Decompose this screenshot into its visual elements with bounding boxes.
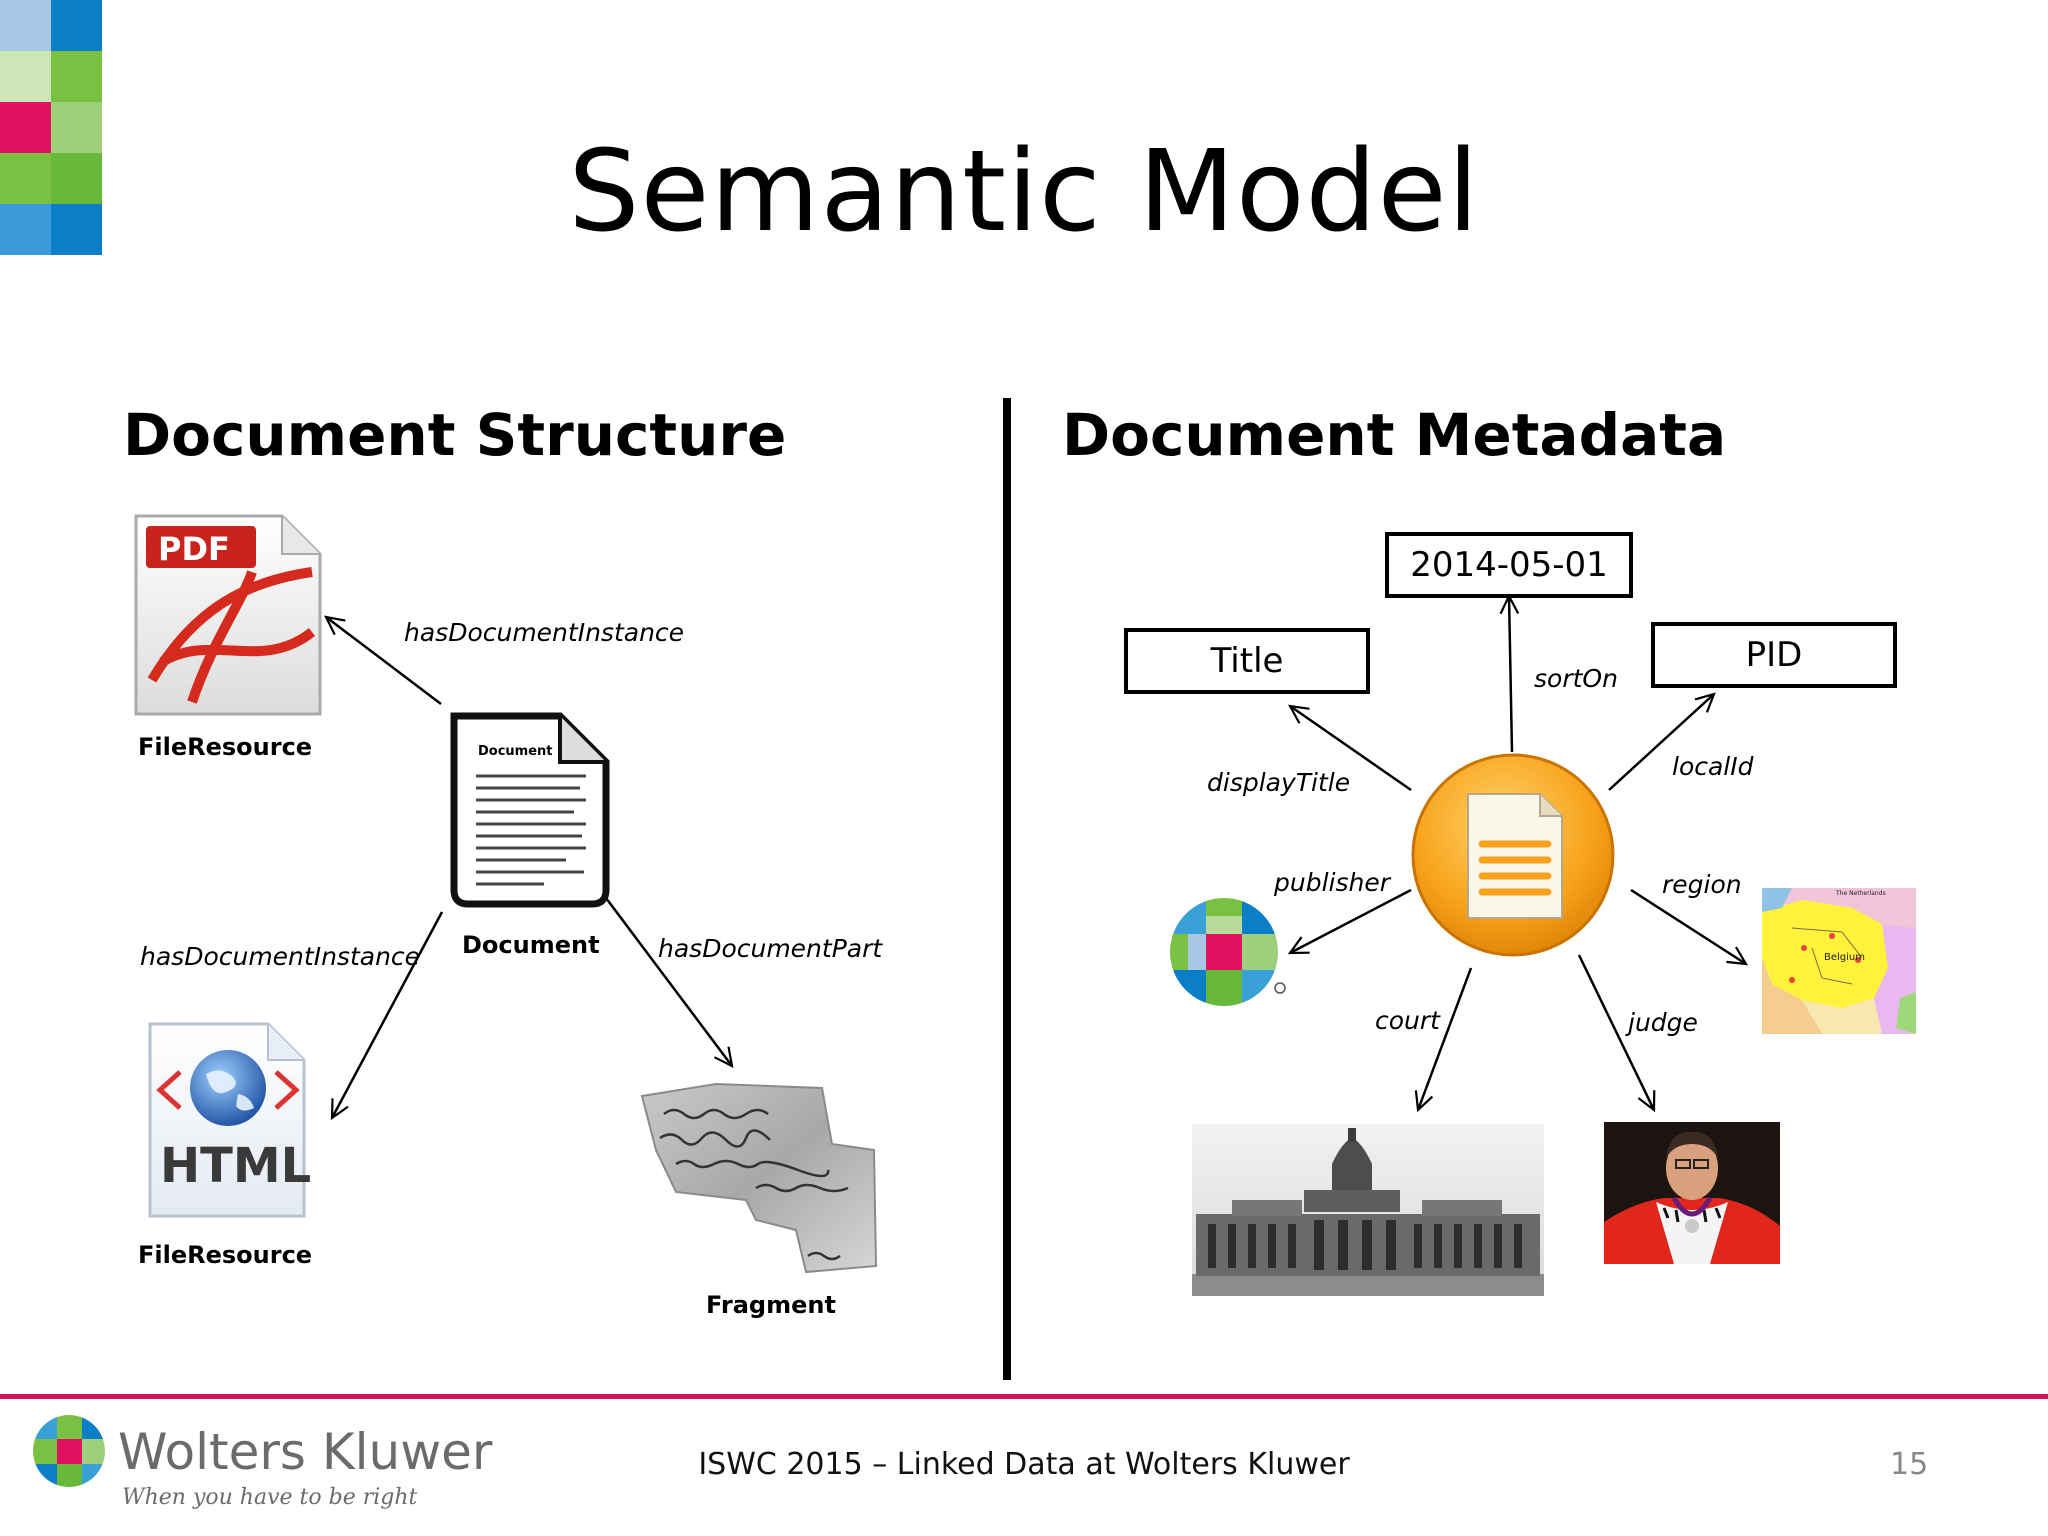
pdf-icon: PDF [132, 512, 324, 718]
document-metadata-heading: Document Metadata [1062, 401, 1727, 469]
document-icon-text: Document [478, 744, 553, 759]
edge-sort-on [1509, 596, 1512, 753]
corner-tile [51, 204, 102, 255]
html-file-resource-label: FileResource [138, 1241, 313, 1269]
corner-tile [51, 51, 102, 102]
edge-to-fragment [605, 897, 732, 1066]
court-building-photo [1192, 1124, 1544, 1296]
edge-to-pdf [326, 617, 442, 705]
date-literal-box: 2014-05-01 [1385, 532, 1633, 598]
section-divider [1003, 398, 1011, 1380]
slide-title: Semantic Model [568, 127, 1480, 257]
corner-tile [0, 102, 51, 153]
corner-tile [0, 51, 51, 102]
edge-label-sort-on: sortOn [1534, 664, 1618, 693]
title-literal-box: Title [1124, 628, 1370, 694]
footer-brand-name: Wolters Kluwer [118, 1423, 493, 1481]
edge-label-has-document-part: hasDocumentPart [658, 934, 883, 963]
corner-tile [0, 0, 51, 51]
footer-brand-tagline: When you have to be right [122, 1485, 418, 1510]
edge-label-has-document-instance-html: hasDocumentInstance [140, 942, 421, 971]
edge-label-local-id: localId [1672, 752, 1754, 781]
edge-to-html [332, 911, 444, 1118]
document-icon: Document [448, 710, 612, 910]
edge-label-display-title: displayTitle [1207, 768, 1351, 797]
corner-tile [51, 102, 102, 153]
fragment-label: Fragment [706, 1291, 836, 1319]
edge-display-title [1290, 706, 1412, 792]
document-label: Document [462, 931, 600, 959]
document-structure-heading: Document Structure [123, 401, 787, 469]
corner-tile [51, 153, 102, 204]
pdf-file-resource-label: FileResource [138, 733, 313, 761]
wolters-kluwer-logo [1168, 896, 1288, 1006]
edge-label-has-document-instance-pdf: hasDocumentInstance [404, 618, 685, 647]
page-number: 15 [1890, 1447, 1929, 1482]
metadata-document-icon [1410, 752, 1616, 958]
footer-logo-icon [32, 1414, 106, 1488]
html-icon-text: HTML [160, 1138, 312, 1194]
footer-accent-line [0, 1394, 2048, 1399]
edge-region [1630, 888, 1746, 964]
edge-label-judge: judge [1628, 1008, 1698, 1037]
corner-tile [0, 204, 51, 255]
map-label-belgium: Belgium [1824, 952, 1865, 963]
edge-court [1418, 967, 1473, 1110]
footer-caption: ISWC 2015 – Linked Data at Wolters Kluwe… [698, 1447, 1350, 1482]
fragment-image [636, 1080, 880, 1276]
edge-label-publisher: publisher [1274, 868, 1391, 897]
edge-publisher [1290, 888, 1412, 953]
pid-literal-box: PID [1651, 622, 1897, 688]
corner-tile [51, 0, 102, 51]
judge-photo [1604, 1122, 1780, 1264]
html-icon: HTML [146, 1020, 312, 1220]
edge-label-region: region [1662, 870, 1742, 899]
belgium-map: Belgium The Netherlands [1762, 888, 1916, 1034]
pdf-icon-text: PDF [158, 530, 230, 568]
corner-tile [0, 153, 51, 204]
edge-local-id [1608, 694, 1714, 791]
map-label-netherlands: The Netherlands [1836, 890, 1886, 897]
edge-label-court: court [1375, 1006, 1440, 1035]
edge-judge [1577, 954, 1654, 1110]
